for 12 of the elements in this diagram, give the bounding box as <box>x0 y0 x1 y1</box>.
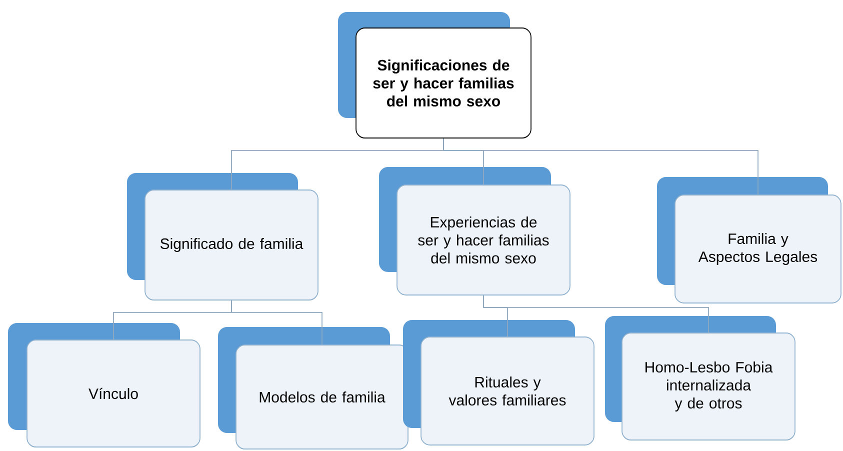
process-box: Familia y Aspectos Legales <box>657 177 842 304</box>
process-box: Rituales y valores familiares <box>403 320 594 446</box>
process-box: Significaciones de ser y hacer familias del mismo sexo <box>338 12 532 138</box>
process-box: Significado de familia <box>127 173 318 300</box>
process-box: Homo-Lesbo Fobia internalizada y de otros <box>605 316 796 440</box>
connector-line <box>231 300 322 345</box>
process-box: Modelos de familia <box>218 327 408 450</box>
node-label: Modelos de familia <box>260 392 386 403</box>
connector-line <box>443 138 758 195</box>
connector-line <box>483 295 709 333</box>
process-box: Vínculo <box>8 323 200 448</box>
process-box: Experiencias de ser y hacer familias del mismo sexo <box>379 167 570 296</box>
